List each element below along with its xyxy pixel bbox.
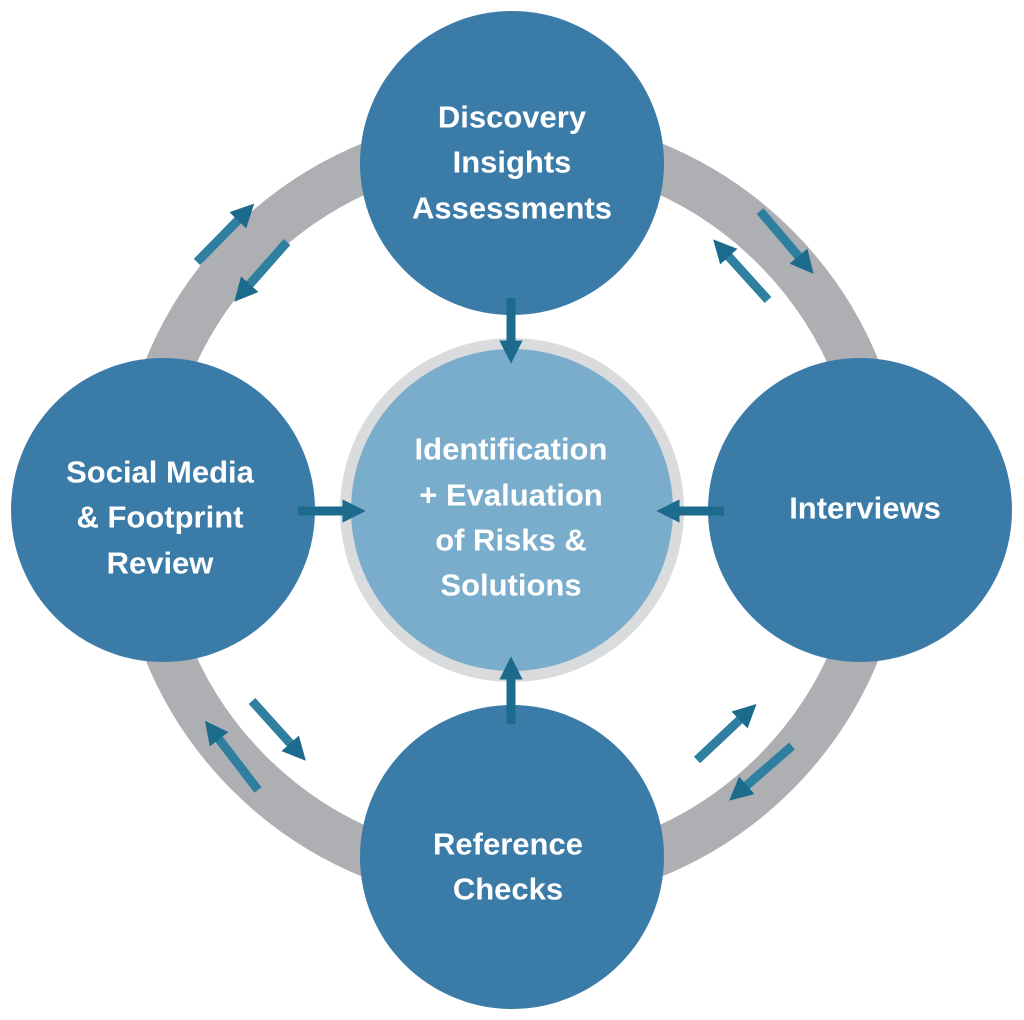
node-reference-line-1: Reference bbox=[433, 827, 583, 862]
node-reference-line-2: Checks bbox=[453, 872, 563, 907]
ring-arrow-bottom-right-in bbox=[729, 742, 795, 801]
node-social-line-1: Social Media bbox=[66, 455, 255, 490]
center-label-line-4: Solutions bbox=[440, 568, 581, 603]
node-discovery-line-3: Assessments bbox=[412, 191, 612, 226]
node-social-line-3: Review bbox=[107, 546, 215, 581]
node-interviews-label: Interviews bbox=[789, 491, 941, 526]
node-discovery-line-1: Discovery bbox=[438, 100, 587, 135]
center-label-line-3: of Risks & bbox=[435, 523, 587, 558]
node-discovery-circle bbox=[360, 11, 664, 315]
ring-arrow-top-right-in bbox=[713, 239, 772, 304]
center-label: Identification + Evaluation of Risks & S… bbox=[415, 432, 608, 603]
ring-arrow-bottom-left-in bbox=[204, 720, 262, 793]
node-interviews-circle bbox=[708, 358, 1012, 662]
node-reference-circle bbox=[360, 705, 664, 1009]
center-label-line-1: Identification bbox=[415, 432, 608, 467]
node-social-circle bbox=[11, 358, 315, 662]
ring-arrow-top-left-out bbox=[193, 203, 255, 266]
center-arrows bbox=[298, 298, 724, 724]
node-discovery-line-2: Insights bbox=[453, 145, 572, 180]
ring-arrows bbox=[193, 203, 814, 801]
node-interviews-line-1: Interviews bbox=[789, 491, 941, 526]
ring-arrow-top-left-in bbox=[234, 239, 291, 302]
node-social-label: Social Media & Footprint Review bbox=[66, 455, 255, 581]
center-label-line-2: + Evaluation bbox=[419, 478, 602, 513]
ring-arrow-bottom-left-out bbox=[248, 697, 306, 761]
node-discovery-label: Discovery Insights Assessments bbox=[412, 100, 612, 226]
ring-arrow-bottom-right-out bbox=[693, 703, 757, 764]
ring-arrow-top-right-out bbox=[756, 208, 814, 274]
center-circle bbox=[351, 349, 673, 671]
node-social-line-2: & Footprint bbox=[76, 500, 243, 535]
node-reference-label: Reference Checks bbox=[433, 827, 583, 907]
